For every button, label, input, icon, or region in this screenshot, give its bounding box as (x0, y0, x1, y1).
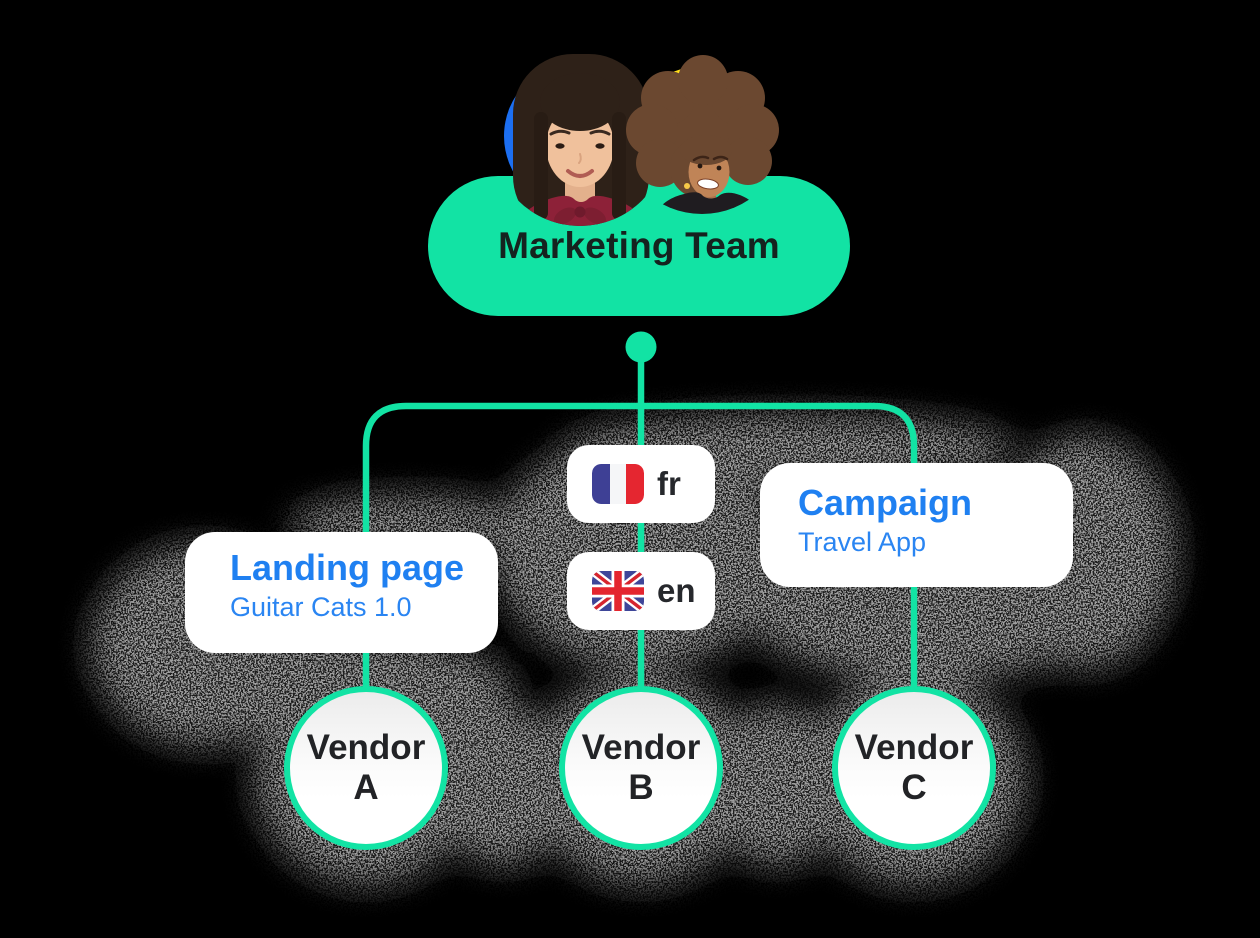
landing-page-title: Landing page (230, 547, 464, 588)
campaign-title: Campaign (798, 482, 973, 523)
team-pill-node: Marketing Team (428, 176, 850, 316)
vendor-b-word: Vendor (581, 728, 701, 767)
connector-dot (625, 331, 657, 363)
landing-page-subtitle: Guitar Cats 1.0 (230, 592, 412, 622)
landing-page-card: Landing page Guitar Cats 1.0 (185, 532, 498, 653)
avatar-yellow-circle (635, 67, 759, 191)
campaign-subtitle: Travel App (798, 527, 927, 557)
campaign-card: Campaign Travel App (760, 463, 1073, 587)
language-card-en: en (567, 552, 715, 630)
vendor-c-letter: C (901, 768, 927, 807)
vendor-a-node: Vendor A (284, 686, 448, 850)
vendor-b-node: Vendor B (559, 686, 723, 850)
vendor-c-word: Vendor (854, 728, 974, 767)
vendor-a-letter: A (353, 768, 379, 807)
language-code-fr: fr (657, 465, 681, 502)
vendor-a-word: Vendor (306, 728, 426, 767)
vendor-c-node: Vendor C (832, 686, 996, 850)
language-code-en: en (657, 572, 696, 609)
french-flag-icon (592, 464, 644, 504)
language-card-fr: fr (567, 445, 715, 523)
team-pill-label: Marketing Team (498, 225, 780, 266)
uk-flag-icon (592, 571, 644, 611)
vendor-b-letter: B (628, 768, 654, 807)
